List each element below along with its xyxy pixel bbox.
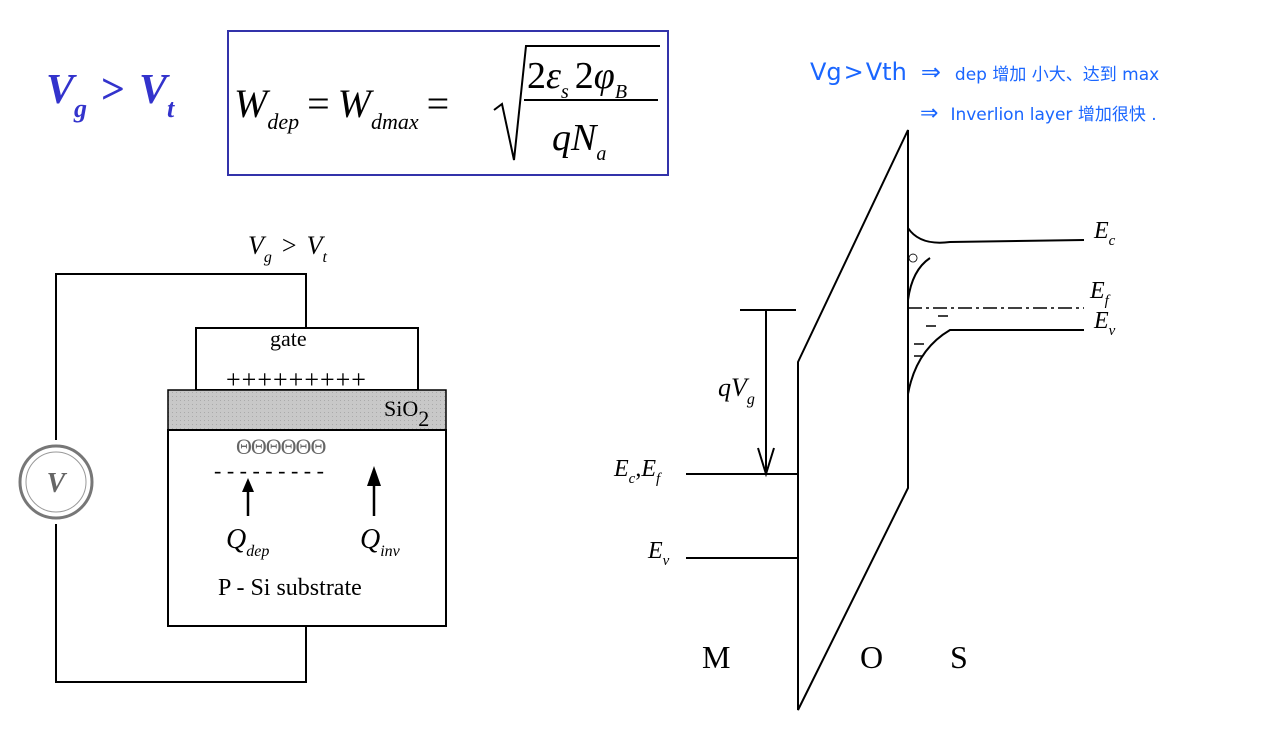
mos-device-schematic: Vg > Vt V gate +++++++++ SiO2 ΘΘΘΘΘΘ - - -… bbox=[18, 231, 447, 683]
region-s-label: S bbox=[950, 639, 968, 675]
headline-vt: V bbox=[139, 67, 170, 113]
semiconductor-ev-curve bbox=[907, 329, 1084, 395]
formula-eq2: = bbox=[427, 81, 450, 126]
device-condition-label: Vg > Vt bbox=[248, 231, 327, 266]
formula-den-q: qN bbox=[552, 117, 599, 159]
device-g: g bbox=[264, 249, 272, 266]
ev-left-label: Ev bbox=[647, 538, 670, 569]
svg-text:Vg>Vt: Vg > Vt bbox=[46, 67, 175, 123]
substrate-body bbox=[167, 429, 447, 627]
note-arrow2: ⇒ bbox=[920, 101, 938, 126]
note-arrow1: ⇒ bbox=[921, 58, 941, 86]
formula-phi: φ bbox=[594, 55, 615, 97]
semiconductor-ec-curve bbox=[907, 227, 1085, 244]
headline-gt: > bbox=[101, 67, 125, 113]
voltmeter-label: V bbox=[47, 468, 68, 499]
depletion-charges: - - - - - - - - - bbox=[214, 458, 324, 483]
formula-mid-sub: dmax bbox=[371, 109, 419, 134]
substrate-label: P - Si substrate bbox=[218, 575, 362, 601]
wire-bottom bbox=[55, 524, 307, 683]
ec-ef-left-label: Ec,Ef bbox=[613, 456, 662, 487]
formula-border bbox=[227, 30, 669, 176]
svg-text:⇒Inverlion layer 增加很快 .: ⇒ Inverlion layer 增加很快 . bbox=[920, 101, 1157, 126]
headline-v: V bbox=[46, 67, 77, 113]
note-vg: Vg bbox=[810, 58, 842, 86]
device-t: t bbox=[322, 249, 327, 266]
formula-num-2a: 2 bbox=[527, 55, 546, 97]
svg-text:Wdep=Wdmax=: Wdep=Wdmax= bbox=[234, 81, 449, 134]
ec-right-label: Ec bbox=[1093, 218, 1116, 249]
oxide-label: SiO2 bbox=[384, 396, 429, 431]
device-vt: V bbox=[307, 231, 326, 260]
region-o-label: O bbox=[860, 639, 883, 675]
inversion-electrons: ΘΘΘΘΘΘ bbox=[236, 434, 325, 459]
formula-den-sub: a bbox=[596, 143, 606, 165]
wire-top bbox=[55, 273, 307, 440]
ev-right-label: Ev bbox=[1093, 308, 1116, 339]
headline-g: g bbox=[73, 94, 87, 123]
band-diagram: qVg Ec,Ef Ev ○ Ec Ef Ev M O S bbox=[613, 129, 1116, 711]
qvg-label: qVg bbox=[718, 373, 755, 408]
formula-eps: ε bbox=[546, 55, 561, 97]
formula-eq1: = bbox=[307, 81, 330, 126]
voltmeter-icon bbox=[18, 444, 94, 520]
formula-lhs-sub: dep bbox=[267, 109, 299, 134]
oxide-barrier bbox=[797, 129, 909, 711]
region-m-label: M bbox=[702, 639, 730, 675]
formula-eps-sub: s bbox=[561, 81, 569, 103]
sqrt-sign bbox=[493, 45, 660, 161]
svg-text:Vg>Vth⇒dep 增加 小大、达到 max: Vg>Vth ⇒ dep 增加 小大、达到 max bbox=[810, 58, 1159, 86]
device-v: V bbox=[248, 231, 267, 260]
note-vth: Vth bbox=[866, 58, 907, 86]
note-gt: > bbox=[844, 58, 864, 86]
hole-icon: ○ bbox=[907, 247, 919, 269]
handwritten-annotation: Vg>Vth ⇒ dep 增加 小大、达到 max ⇒ Inverlion layer… bbox=[810, 58, 1159, 126]
headline-condition: Vg > Vt bbox=[46, 67, 175, 123]
note-line1-rest: dep 增加 小大、达到 max bbox=[955, 65, 1159, 85]
gate-label: gate bbox=[270, 326, 307, 351]
formula-num-2b: 2 bbox=[575, 55, 594, 97]
oxide-layer bbox=[167, 389, 447, 431]
gate-electrode bbox=[195, 327, 419, 391]
note-line2-rest: Inverlion layer 增加很快 . bbox=[950, 105, 1156, 125]
formula-phi-sub: B bbox=[615, 81, 627, 103]
ef-right-label: Ef bbox=[1089, 278, 1111, 309]
q-inv-label: Qinv bbox=[360, 524, 401, 560]
device-gt: > bbox=[282, 231, 297, 260]
svg-text:qNa: qNa bbox=[552, 117, 606, 165]
formula-lhs-w: W bbox=[234, 81, 271, 126]
formula-mid-w: W bbox=[338, 81, 375, 126]
gate-plus-charges: +++++++++ bbox=[226, 365, 367, 394]
q-dep-label: Qdep bbox=[226, 524, 269, 560]
headline-t: t bbox=[167, 94, 175, 123]
